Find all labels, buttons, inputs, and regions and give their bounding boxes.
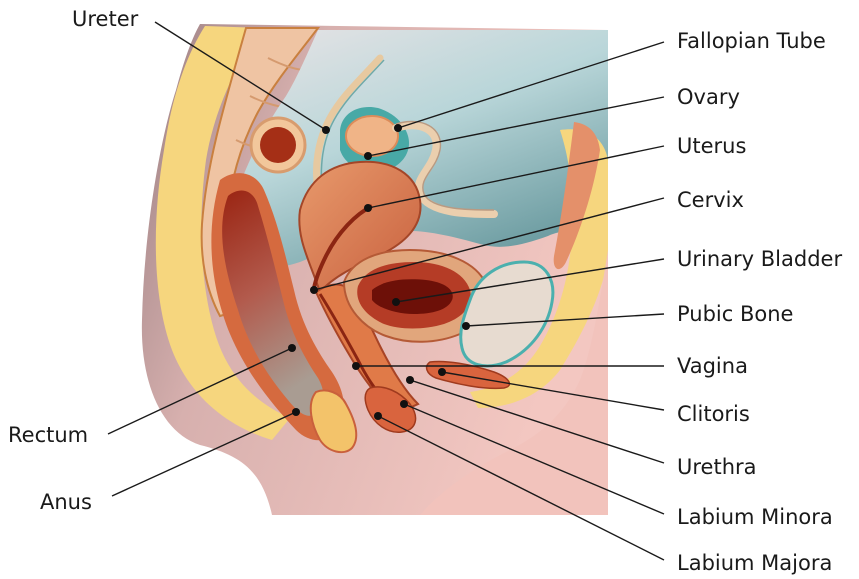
dot-vagina: [352, 362, 360, 370]
dot-ureter: [322, 126, 330, 134]
label-urinary-bladder: Urinary Bladder: [677, 247, 842, 271]
label-labium-minora: Labium Minora: [677, 505, 833, 529]
dot-rectum: [288, 344, 296, 352]
iliac-vessel-inner: [260, 127, 296, 163]
ovary-shape: [346, 116, 398, 156]
dot-labium-minora: [400, 400, 408, 408]
dot-clitoris: [438, 368, 446, 376]
anatomy-illustration: [142, 24, 608, 515]
label-rectum: Rectum: [8, 423, 88, 447]
label-urethra: Urethra: [677, 455, 757, 479]
dot-cervix: [310, 286, 318, 294]
dot-urinary-bladder: [392, 298, 400, 306]
dot-ovary: [364, 152, 372, 160]
label-ovary: Ovary: [677, 85, 740, 109]
dot-urethra: [406, 376, 414, 384]
label-ureter: Ureter: [72, 7, 139, 31]
dot-anus: [292, 408, 300, 416]
dot-pubic-bone: [462, 322, 470, 330]
dot-uterus: [364, 204, 372, 212]
label-anus: Anus: [40, 490, 92, 514]
label-vagina: Vagina: [677, 354, 748, 378]
label-uterus: Uterus: [677, 134, 746, 158]
label-cervix: Cervix: [677, 188, 744, 212]
label-fallopian-tube: Fallopian Tube: [677, 29, 826, 53]
label-labium-majora: Labium Majora: [677, 551, 832, 575]
dot-fallopian-tube: [394, 124, 402, 132]
dot-labium-majora: [374, 412, 382, 420]
label-clitoris: Clitoris: [677, 402, 750, 426]
label-pubic-bone: Pubic Bone: [677, 302, 793, 326]
